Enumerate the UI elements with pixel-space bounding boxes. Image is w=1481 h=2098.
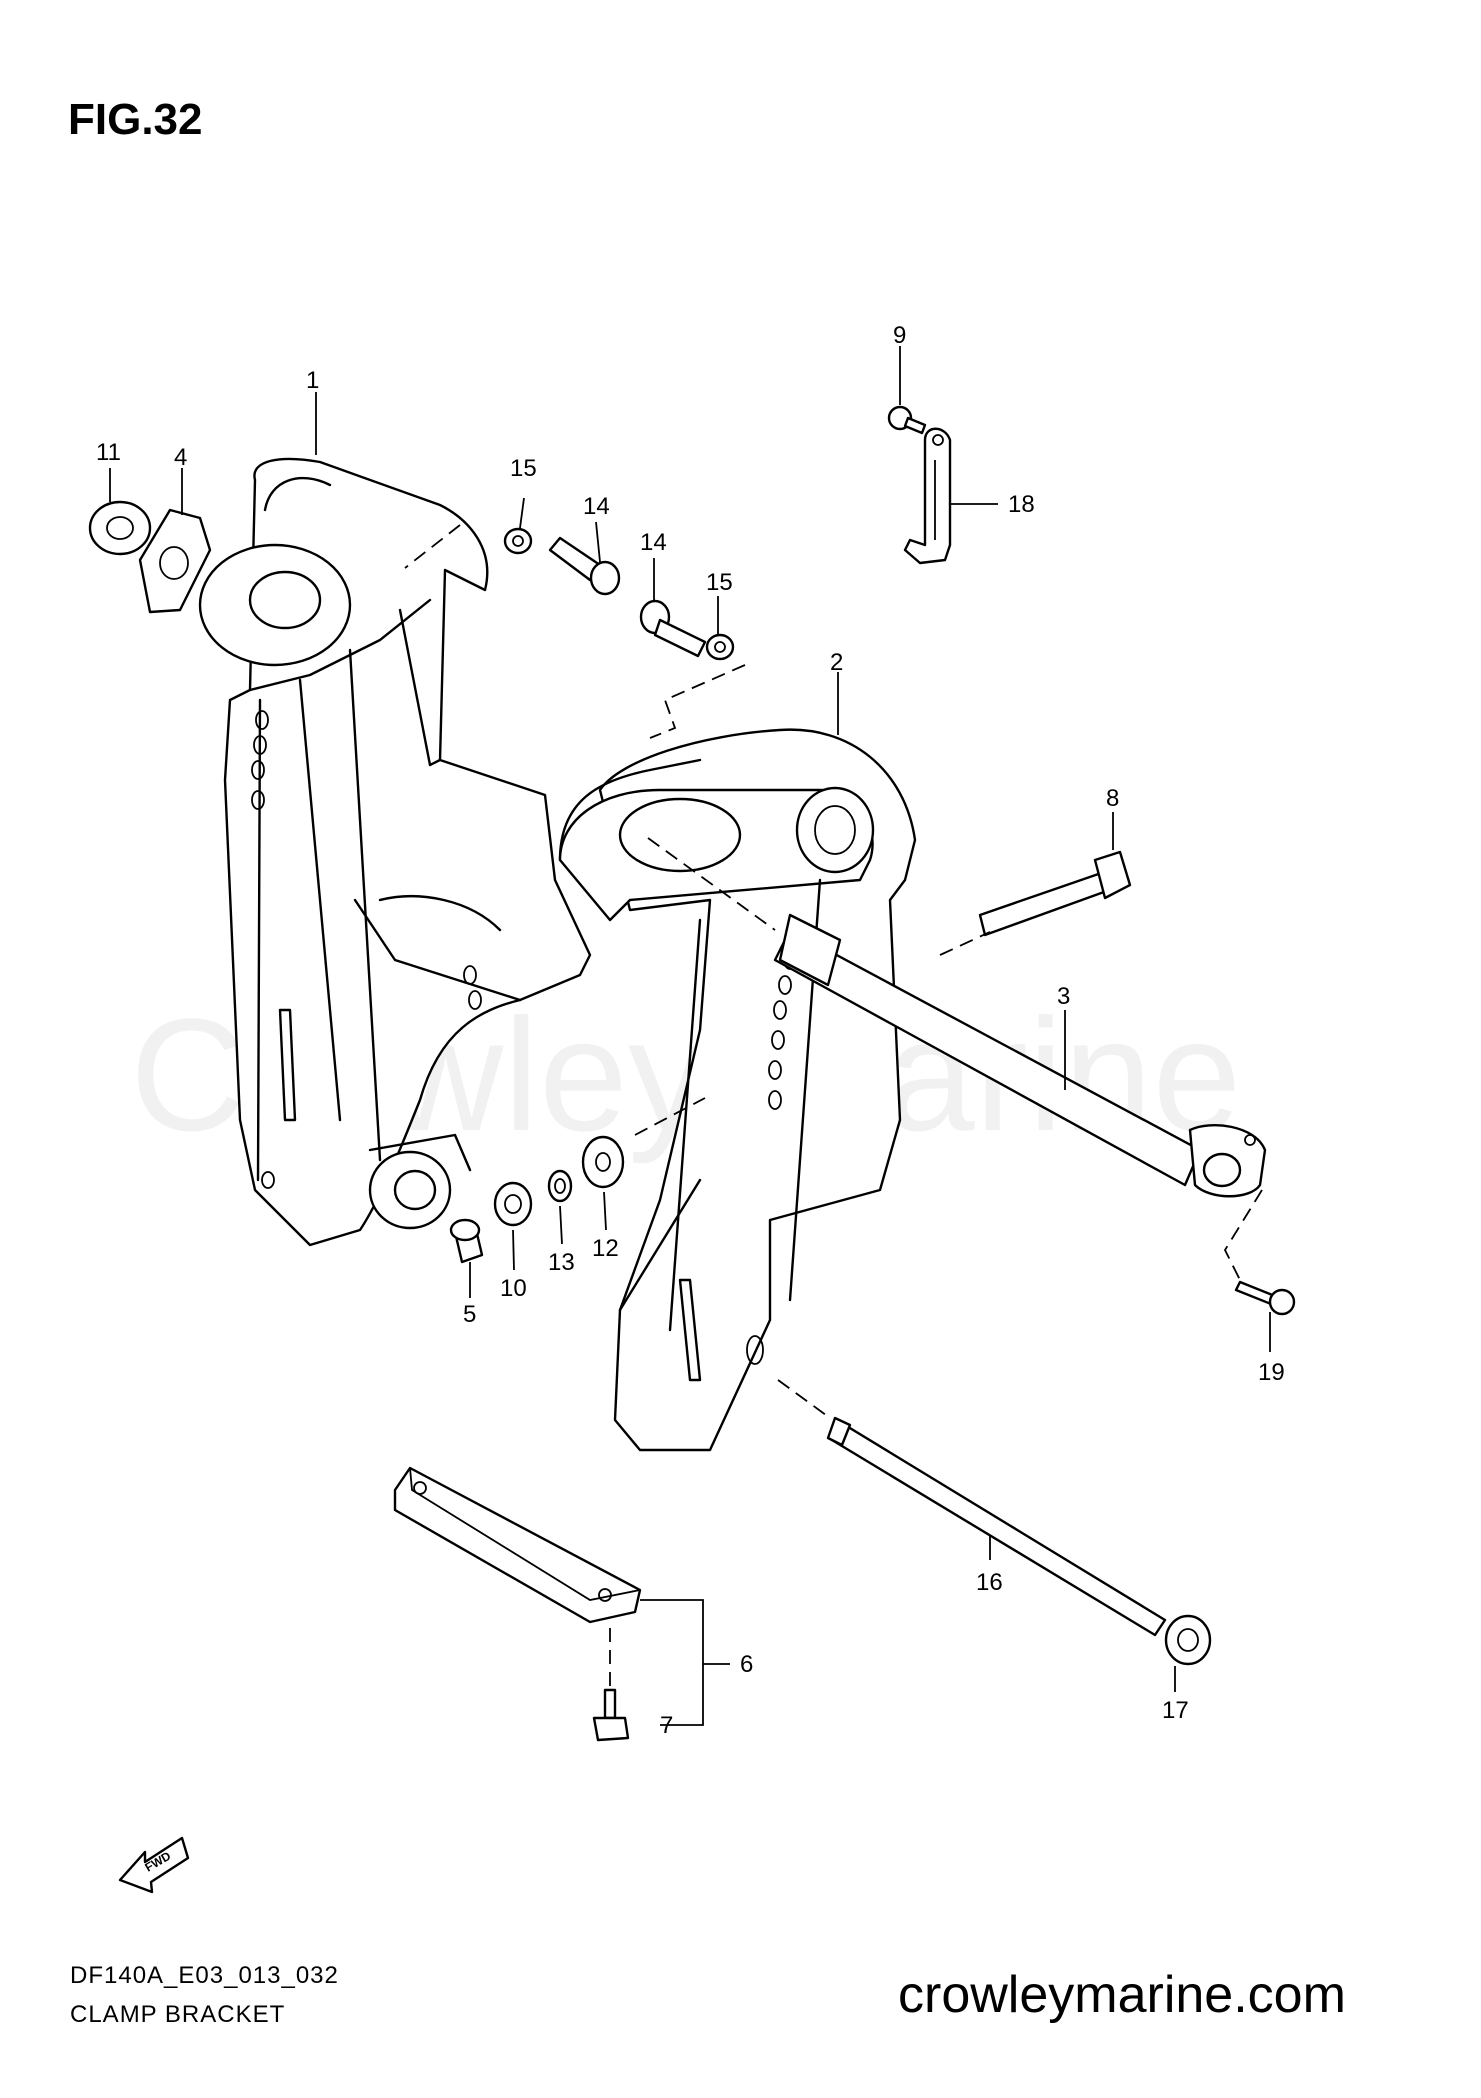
part-19-bolt [1234,1280,1296,1316]
diagram-code: DF140A_E03_013_032 [70,1962,339,1989]
callout-15b: 15 [706,569,733,596]
part-9-bolt [887,405,927,435]
callout-9: 9 [893,322,906,349]
callout-labels: 1 11 4 15 14 14 15 9 18 2 8 3 19 12 13 1… [96,322,1285,1739]
assembly-line-6 [939,931,991,956]
part-6-plate [393,1466,642,1624]
part-12-washer [581,1135,625,1189]
part-3-tilt-tube [773,913,1267,1198]
part-10-nut [493,1181,533,1227]
part-8-bolt [978,850,1132,937]
website-url: crowleymarine.com [898,1966,1346,2024]
callout-11: 11 [96,439,121,466]
part-14-bolt-a [548,536,621,596]
callout-14b: 14 [640,529,667,556]
callout-10: 10 [500,1275,527,1302]
assembly-line-7 [647,837,776,931]
part-13-washer [547,1169,573,1203]
callout-7: 7 [660,1712,673,1739]
callout-19: 19 [1258,1359,1285,1386]
assembly-line-2 [649,664,746,739]
callout-12: 12 [592,1235,619,1262]
callout-8: 8 [1106,785,1119,812]
callout-14a: 14 [583,493,610,520]
callout-4: 4 [174,444,187,471]
part-11-nut [88,500,152,556]
callout-3: 3 [1057,983,1070,1010]
clamp-bracket-left [198,457,592,1247]
assembly-line-1 [404,524,461,569]
diagram-caption: CLAMP BRACKET [70,2001,285,2028]
figure-title: FIG.32 [68,95,203,144]
part-5-bushing [449,1218,484,1264]
leader-lines [109,346,1271,1726]
callout-18: 18 [1008,491,1035,518]
callout-6: 6 [740,1651,753,1678]
part-4-gasket [138,508,212,614]
part-16-bolt [826,1416,1167,1637]
part-15-washer-b [705,633,735,661]
callout-17: 17 [1162,1697,1189,1724]
assembly-line-5 [777,1379,831,1419]
part-15-washer-a [503,527,533,555]
callout-2: 2 [830,649,843,676]
callout-13: 13 [548,1249,575,1276]
assembly-line-4 [1223,1189,1263,1281]
assembly-line-3 [634,1097,706,1136]
part-14-bolt-b [639,599,707,658]
part-18-hose-bracket [903,427,952,565]
callout-5: 5 [463,1301,476,1328]
part-7-bolt [592,1688,630,1742]
clamp-bracket-right [558,728,917,1452]
callout-16: 16 [976,1569,1003,1596]
part-17-nut [1164,1614,1212,1666]
callout-15a: 15 [510,455,537,482]
fwd-arrow-icon: FWD [118,1836,190,1894]
callout-1: 1 [306,367,319,394]
